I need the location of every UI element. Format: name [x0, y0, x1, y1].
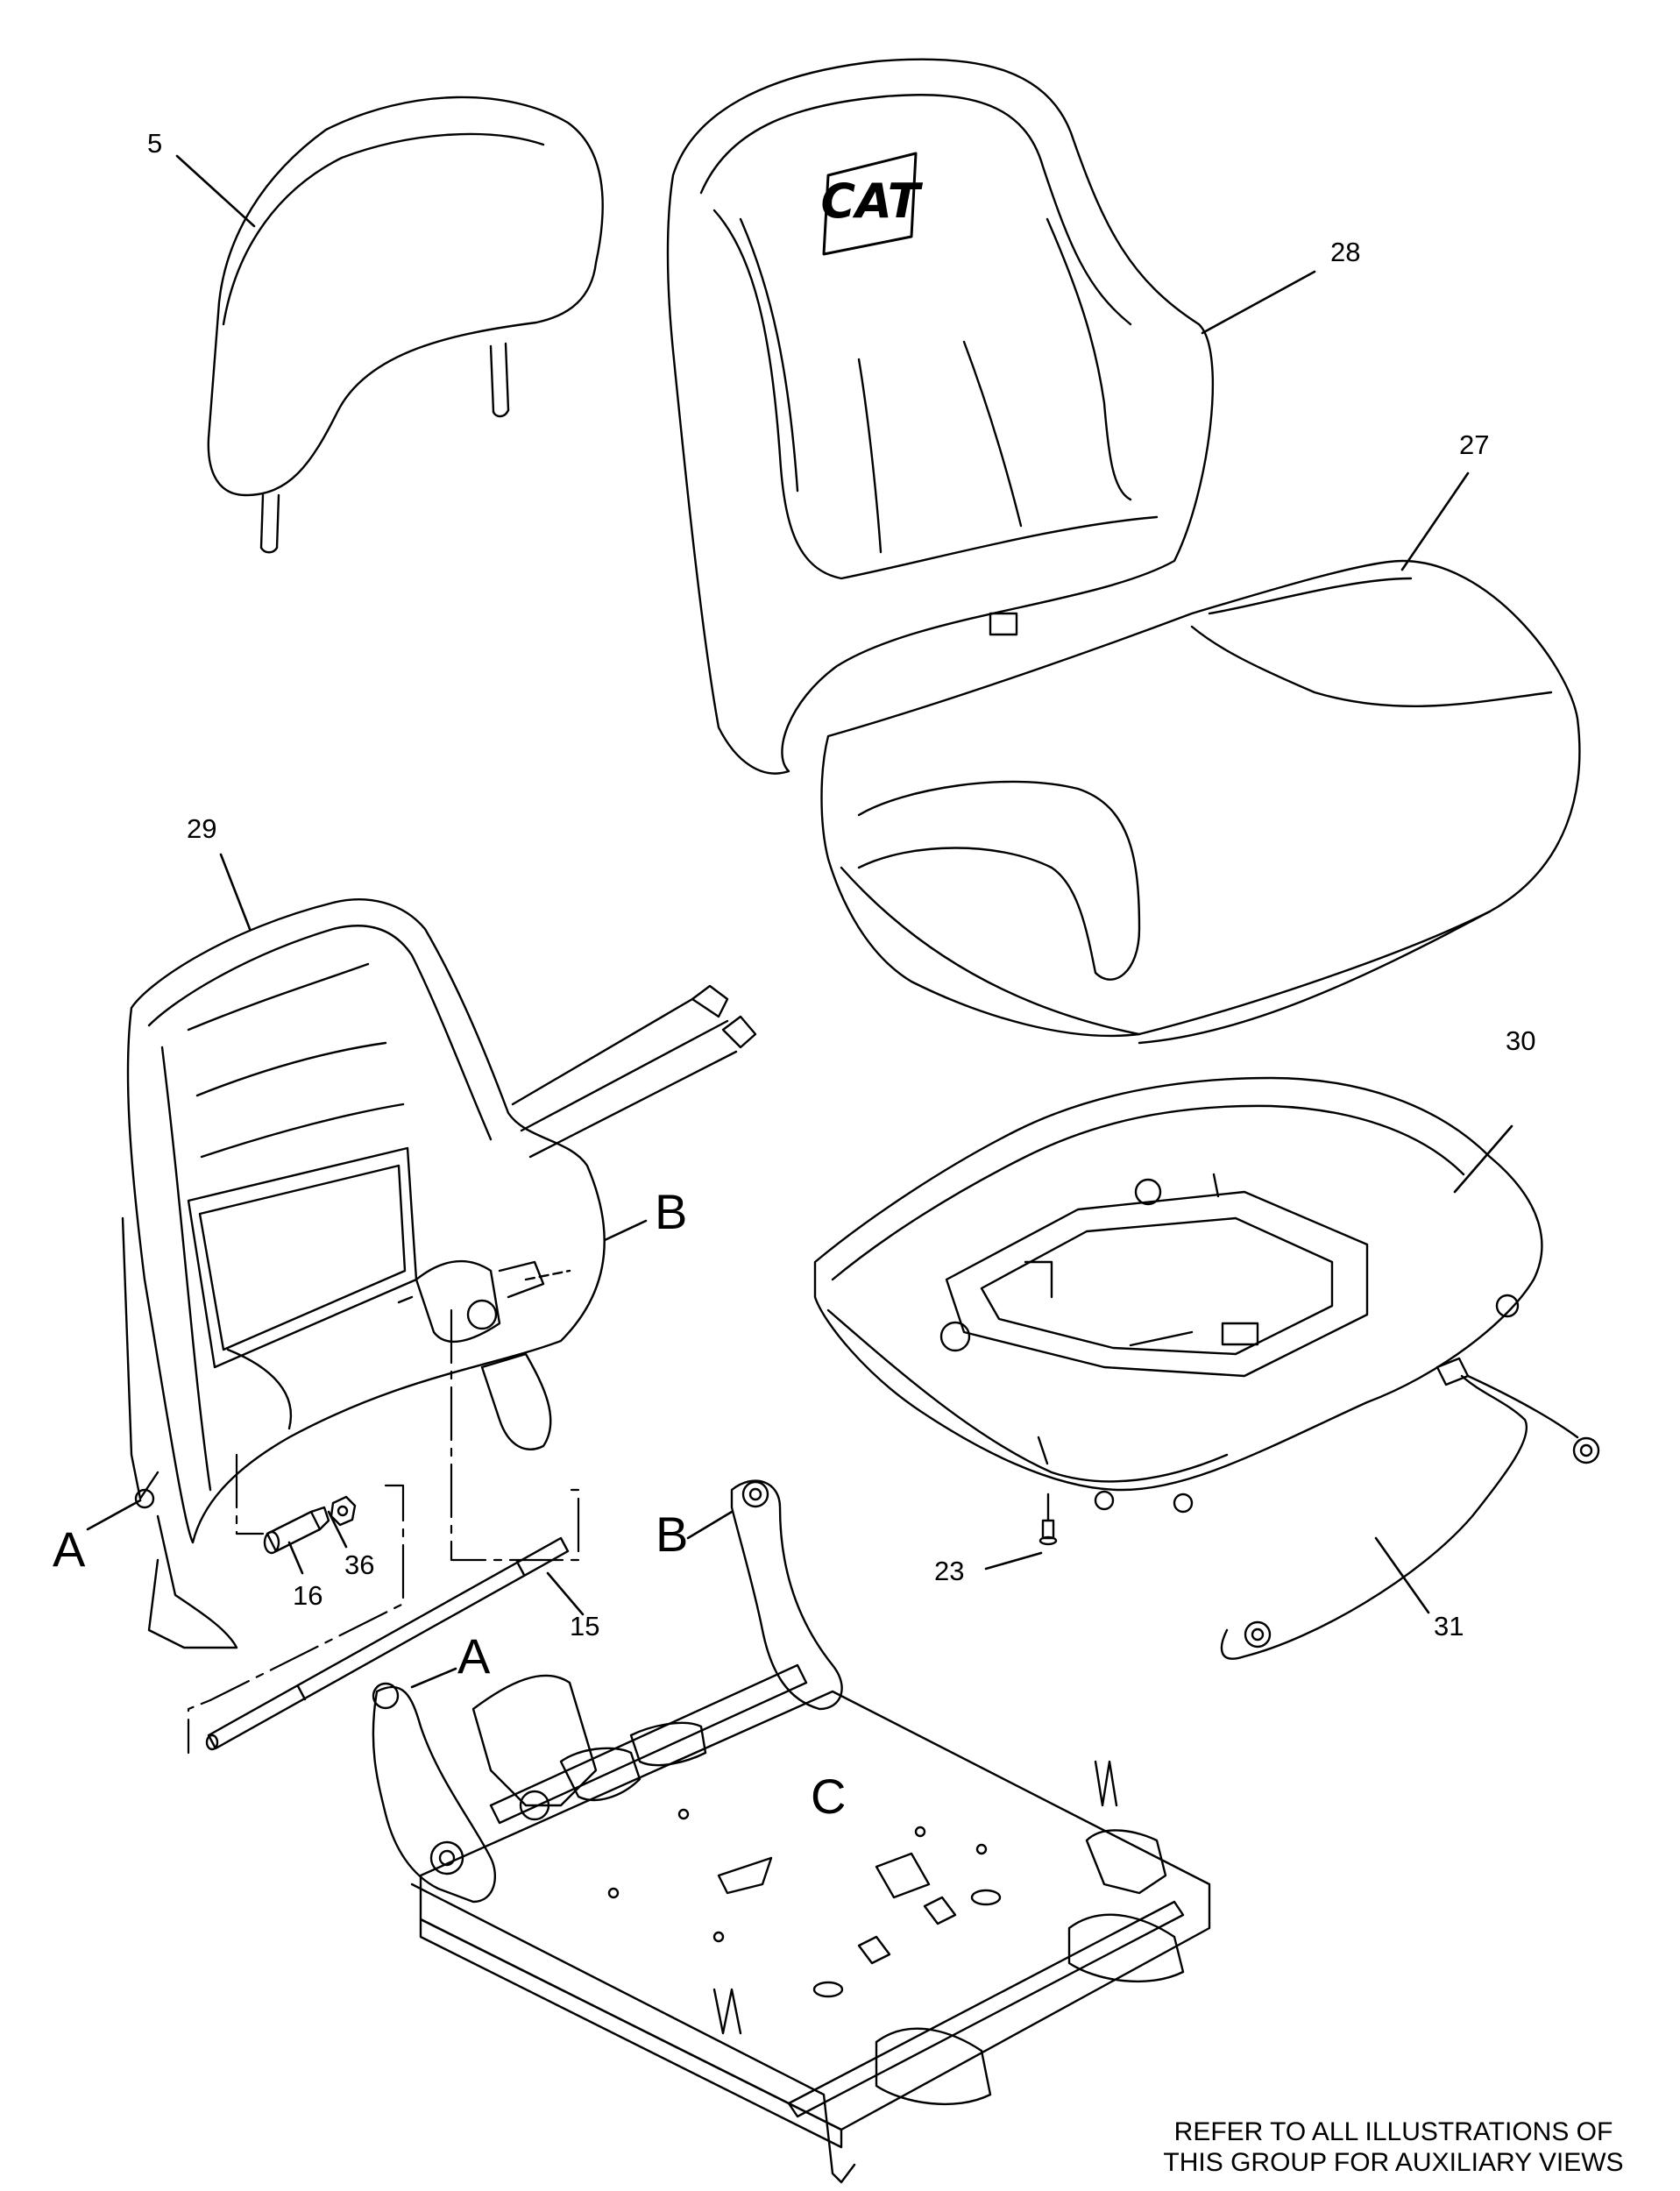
cat-logo: CAT [820, 152, 924, 256]
view-letter-a-base: A [457, 1628, 491, 1684]
seat-cushion-cover [820, 559, 1581, 1045]
view-letter-b-right: B [655, 1184, 688, 1239]
wiring-harness [1220, 1357, 1600, 1660]
callout-seat-cushion-cover: 27 [1459, 429, 1490, 460]
pin-and-nut [263, 1495, 357, 1555]
headrest [207, 96, 604, 554]
seat-back-frame [121, 898, 757, 1649]
view-letter-b-base: B [656, 1507, 689, 1562]
callout-seat-back-cover: 28 [1330, 237, 1361, 267]
view-letter-a-left: A [53, 1521, 86, 1577]
callout-nut: 36 [344, 1549, 375, 1580]
callout-headrest: 5 [147, 128, 163, 159]
callout-seat-back-frame: 29 [187, 813, 217, 844]
callout-seat-pan: 30 [1506, 1025, 1536, 1056]
callout-bolt: 23 [934, 1556, 965, 1586]
seat-back-cover [666, 58, 1215, 775]
note-line-1: REFER TO ALL ILLUSTRATIONS OF [1173, 2117, 1613, 2146]
auxiliary-views-note: REFER TO ALL ILLUSTRATIONS OF THIS GROUP… [1131, 2117, 1656, 2179]
seat-pan [813, 1076, 1543, 1514]
callout-shaft: 15 [570, 1611, 600, 1641]
leader-lines [86, 154, 1513, 1689]
alignment-lines [187, 1308, 580, 1755]
callout-pin: 16 [293, 1580, 323, 1611]
note-line-2: THIS GROUP FOR AUXILIARY VIEWS [1163, 2148, 1624, 2178]
cat-logo-text: CAT [820, 174, 923, 229]
bolt [1038, 1493, 1058, 1546]
view-letter-c-base: C [811, 1769, 847, 1824]
base-frame [372, 1479, 1211, 2184]
shaft [205, 1536, 570, 1751]
callout-harness: 31 [1434, 1611, 1464, 1641]
